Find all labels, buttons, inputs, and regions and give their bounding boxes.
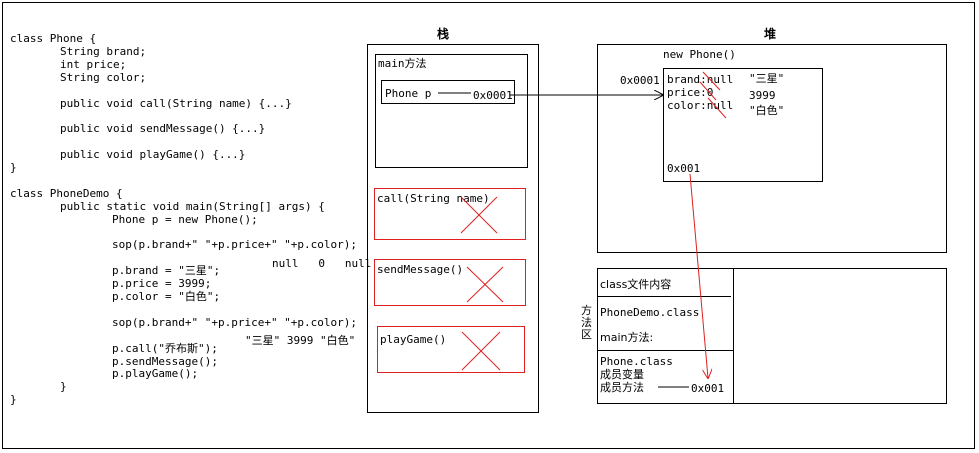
code-line: String color;	[60, 70, 147, 84]
phone-demo-class: PhoneDemo.class	[600, 306, 700, 319]
output-annotation-defaults: null 0 null	[272, 257, 372, 270]
field-price: price:0	[667, 86, 714, 99]
code-line: p.playGame();	[112, 367, 199, 381]
member-methods-entry: 成员方法	[600, 381, 644, 394]
strike-brand-mark	[702, 71, 721, 91]
send-message-frame-cross-mark	[466, 266, 504, 303]
call-frame-label: call(String name)	[377, 192, 490, 205]
main-method-entry: main方法:	[600, 331, 654, 344]
code-line: p.call("乔布斯");	[112, 341, 218, 355]
call-frame-cross-mark	[460, 196, 498, 234]
code-line: class Phone {	[10, 32, 97, 45]
phone-variable-address: 0x0001	[473, 89, 513, 102]
code-line: public void sendMessage() {...}	[60, 122, 266, 136]
stack-area	[367, 44, 539, 413]
code-line: p.color = "白色";	[112, 290, 221, 303]
heap-method-reference: 0x001	[667, 162, 701, 175]
class-file-header: class文件内容	[600, 278, 672, 291]
play-game-frame-cross-mark	[461, 331, 501, 371]
field-color: color:null	[667, 99, 734, 112]
play-game-frame-label: playGame()	[380, 333, 447, 346]
code-line: sop(p.brand+" "+p.price+" "+p.color);	[112, 238, 358, 252]
code-line: public void playGame() {...}	[60, 148, 246, 162]
method-reference-arrow	[689, 173, 708, 378]
code-line: }	[10, 393, 17, 407]
main-frame-label: main方法	[378, 57, 427, 70]
phone-class-entry: Phone.class	[600, 355, 673, 368]
code-line: public static void main(String[] args) {	[60, 199, 325, 213]
phone-object-box	[663, 68, 823, 182]
method-area-title: 方法区	[581, 304, 592, 341]
class-content-column	[597, 268, 734, 404]
code-line: p.brand = "三星";	[112, 264, 221, 278]
heap-title: 堆	[764, 27, 777, 41]
code-line: }	[60, 380, 67, 394]
send-message-frame	[374, 259, 526, 306]
phone-variable-label: Phone p	[385, 87, 432, 100]
code-line: p.sendMessage();	[112, 354, 218, 368]
heap-area	[597, 44, 947, 253]
code-line: public void call(String name) {...}	[60, 96, 292, 110]
main-frame	[375, 54, 528, 168]
output-annotation-assigned: "三星" 3999 "白色"	[245, 334, 356, 347]
strike-color-mark	[707, 97, 727, 119]
method-area-divider	[597, 296, 731, 297]
code-line: p.price = 3999;	[112, 277, 212, 291]
value-brand: "三星"	[749, 72, 785, 85]
code-line: Phone p = new Phone();	[112, 212, 258, 226]
play-game-frame	[377, 326, 525, 373]
method-area-address: 0x001	[691, 382, 725, 395]
call-frame	[374, 188, 526, 240]
code-line: sop(p.brand+" "+p.price+" "+p.color);	[112, 315, 358, 329]
field-brand: brand:null	[667, 73, 734, 86]
heap-object-address: 0x0001	[620, 74, 660, 87]
send-message-frame-label: sendMessage()	[377, 263, 464, 276]
strike-price-mark	[699, 81, 717, 101]
value-price: 3999	[749, 89, 776, 102]
phone-variable-box	[381, 80, 515, 104]
stack-title: 栈	[437, 27, 450, 41]
value-color: "白色"	[749, 104, 785, 117]
code-line: }	[10, 161, 17, 174]
code-line: int price;	[60, 57, 127, 71]
code-line: String brand;	[60, 44, 147, 58]
code-line: class PhoneDemo {	[10, 186, 123, 200]
method-area-divider	[597, 350, 734, 351]
member-variables-entry: 成员变量	[600, 368, 644, 381]
heap-object-label: new Phone()	[663, 48, 736, 61]
